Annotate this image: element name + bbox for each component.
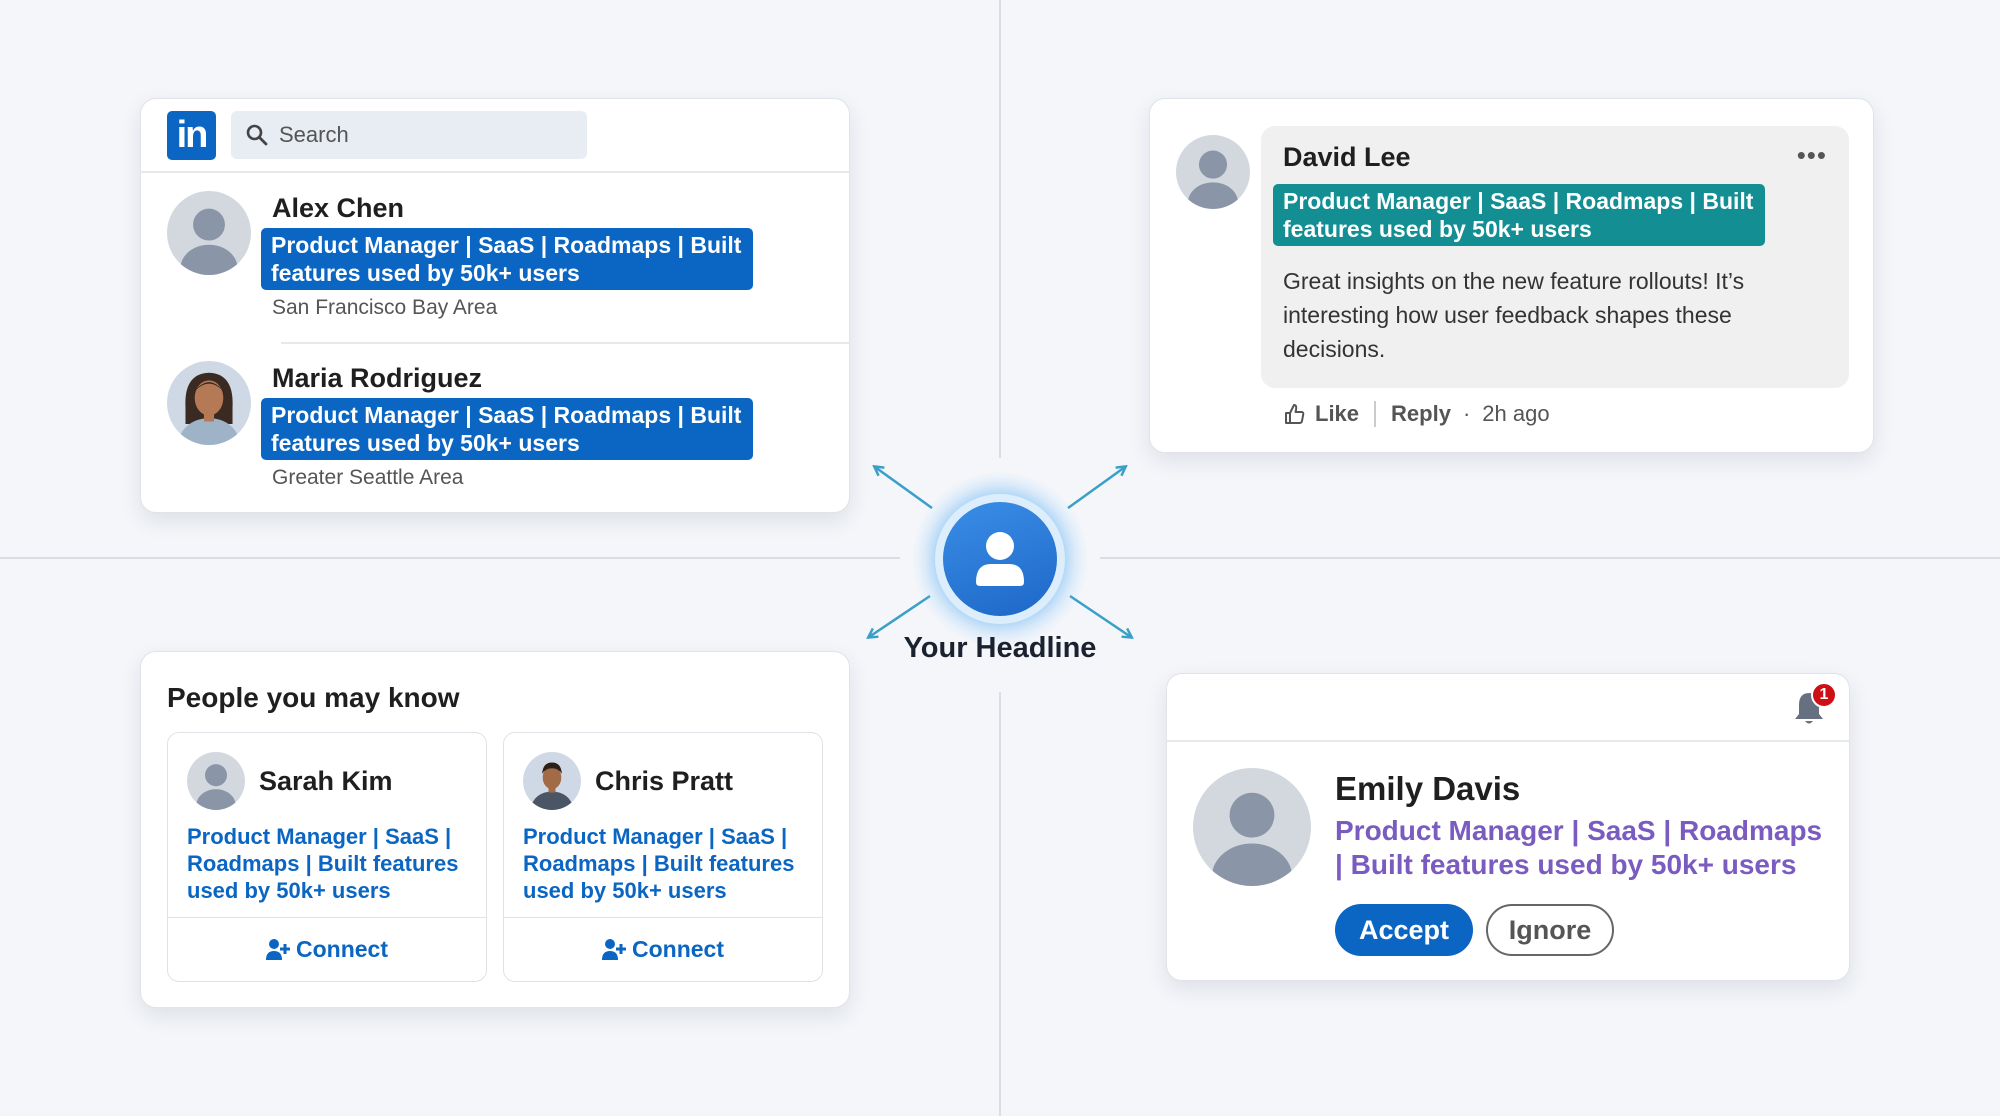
search-box[interactable] (231, 111, 587, 159)
horizontal-divider-right (1100, 557, 2000, 559)
like-icon[interactable] (1283, 402, 1307, 426)
commenter-name[interactable]: David Lee (1283, 142, 1411, 172)
action-separator (1374, 401, 1377, 427)
ignore-button[interactable]: Ignore (1486, 904, 1614, 956)
connect-button[interactable]: Connect (168, 917, 486, 981)
result-name[interactable]: Alex Chen (272, 193, 405, 223)
dot-separator: · (1462, 401, 1471, 426)
center-label: Your Headline (903, 632, 1097, 664)
comment-card: David Lee ••• Product Manager | SaaS | R… (1149, 98, 1874, 453)
more-icon[interactable]: ••• (1796, 140, 1827, 170)
inviter-headline: Product Manager | SaaS | Roadmaps | Buil… (1335, 815, 1823, 880)
avatar[interactable] (187, 752, 245, 810)
search-result[interactable]: Maria Rodriguez Product Manager | SaaS |… (167, 361, 753, 490)
pymk-headline: Product Manager | SaaS | Roadmaps | Buil… (187, 824, 459, 903)
avatar[interactable] (1193, 768, 1311, 886)
search-result[interactable]: Alex Chen Product Manager | SaaS | Roadm… (167, 191, 753, 320)
comment-text: Great insights on the new feature rollou… (1283, 268, 1745, 362)
top-search-bar: in (141, 99, 849, 173)
result-headline-highlight: Product Manager | SaaS | Roadmaps | Buil… (261, 228, 753, 290)
result-separator (281, 342, 849, 344)
people-you-may-know-card: People you may know Sarah Kim Product Ma… (140, 651, 850, 1008)
comment-timestamp: 2h ago (1482, 401, 1550, 426)
user-icon (943, 502, 1057, 616)
arrow-top-left (875, 467, 933, 510)
avatar[interactable] (167, 191, 251, 275)
arrow-bottom-left (869, 594, 931, 637)
pymk-name[interactable]: Chris Pratt (595, 765, 734, 796)
invitation-header: 1 (1167, 674, 1849, 742)
commenter-headline-highlight: Product Manager | SaaS | Roadmaps | Buil… (1273, 184, 1765, 246)
arrow-top-right (1067, 467, 1125, 510)
notification-badge: 1 (1811, 682, 1837, 708)
comment-actions: Like Reply · 2h ago (1283, 401, 1550, 427)
result-name[interactable]: Maria Rodriguez (272, 363, 483, 393)
pymk-name[interactable]: Sarah Kim (259, 765, 393, 796)
like-button[interactable]: Like (1315, 401, 1360, 426)
vertical-divider-bottom (999, 692, 1001, 1116)
connect-label: Connect (296, 936, 388, 962)
result-location: San Francisco Bay Area (272, 296, 498, 319)
add-person-icon (266, 938, 290, 960)
profile-hub (913, 472, 1087, 646)
search-results-card: in Alex Chen Product Manager | SaaS | Ro… (140, 98, 850, 513)
avatar[interactable] (167, 361, 251, 445)
pymk-tile[interactable]: Sarah Kim Product Manager | SaaS | Roadm… (167, 732, 487, 982)
search-icon (246, 124, 268, 146)
pymk-headline: Product Manager | SaaS | Roadmaps | Buil… (523, 824, 795, 903)
comment-bubble: David Lee ••• Product Manager | SaaS | R… (1261, 126, 1849, 388)
result-location: Greater Seattle Area (272, 466, 464, 489)
search-input[interactable] (279, 122, 559, 148)
pymk-title: People you may know (167, 682, 460, 713)
result-headline-highlight: Product Manager | SaaS | Roadmaps | Buil… (261, 398, 753, 460)
connect-button[interactable]: Connect (504, 917, 822, 981)
linkedin-logo[interactable]: in (167, 110, 216, 160)
vertical-divider-top (999, 0, 1001, 458)
reply-button[interactable]: Reply (1391, 401, 1451, 426)
add-person-icon (602, 938, 626, 960)
invitation-card: 1 Emily Davis Product Manager | SaaS | R… (1166, 673, 1850, 981)
horizontal-divider-left (0, 557, 900, 559)
arrow-bottom-right (1069, 594, 1131, 637)
avatar[interactable] (523, 752, 581, 810)
inviter-name[interactable]: Emily Davis (1335, 770, 1521, 807)
accept-button[interactable]: Accept (1335, 904, 1473, 956)
connect-label: Connect (632, 936, 724, 962)
pymk-tile[interactable]: Chris Pratt Product Manager | SaaS | Roa… (503, 732, 823, 982)
avatar[interactable] (1176, 135, 1250, 209)
